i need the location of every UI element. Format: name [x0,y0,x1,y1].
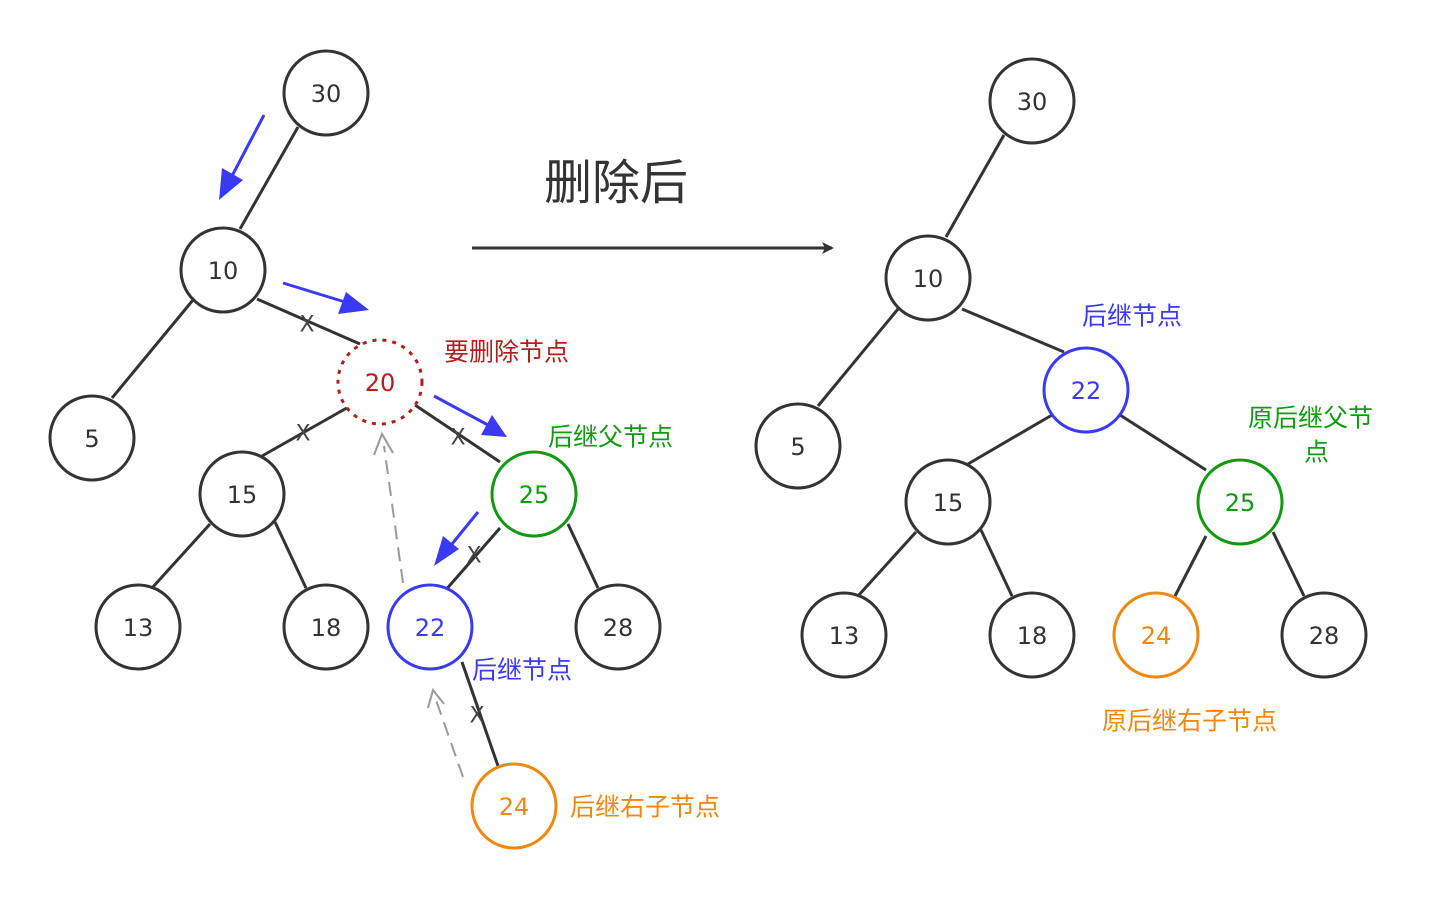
cut-mark-10-20: X [299,313,314,338]
tree-node: 13 [800,591,888,679]
label-orig-successor-right-child: 原后继右子节点 [1102,707,1277,736]
svg-text:30: 30 [1017,88,1048,116]
tree-node: 13 [94,583,182,671]
tree-node: 28 [1280,591,1368,679]
cut-mark-22-24: X [469,704,484,729]
edge-10-5 [110,299,195,399]
before-tree: X X X X X [48,49,720,850]
edge-25-28 [566,523,600,589]
cut-mark-20-25: X [450,426,465,451]
edge-25-22 [442,527,502,593]
edge-30-10 [944,134,1006,238]
tree-node: 10 [884,234,972,322]
successor-parent-node: 25 [490,450,578,538]
svg-text:28: 28 [603,614,634,642]
svg-text:25: 25 [519,481,550,509]
label-orig-successor-parent-line2: 点 [1304,438,1329,467]
move-arrow-10-to-20 [282,281,369,314]
edge-10-22 [961,307,1065,354]
tree-node: 5 [48,394,136,482]
svg-text:24: 24 [1141,622,1172,650]
tree-node: 15 [198,450,286,538]
label-delete-node: 要删除节点 [444,338,569,367]
tree-node: 28 [574,583,662,671]
svg-text:15: 15 [227,481,258,509]
label-successor: 后继节点 [1082,302,1182,331]
svg-text:15: 15 [933,489,964,517]
successor-right-child-node: 24 [1112,591,1200,679]
cut-mark-25-22: X [466,544,481,569]
successor-node: 22 [386,583,474,671]
successor-node: 22 [1042,346,1130,434]
edge-25-28 [1271,531,1306,597]
svg-text:25: 25 [1225,489,1256,517]
edge-15-18 [979,529,1014,597]
svg-text:10: 10 [913,265,944,293]
edge-10-5 [816,308,900,407]
label-successor-parent: 后继父节点 [548,423,673,452]
transition-title: 删除后 [544,155,688,211]
deleted-node: 20 [336,338,424,426]
tree-node: 15 [904,458,992,546]
svg-text:22: 22 [1071,377,1102,405]
svg-text:18: 18 [1017,622,1048,650]
svg-text:22: 22 [415,614,446,642]
edge-15-13 [856,530,918,598]
cut-mark-20-15: X [295,422,310,447]
edge-20-15 [261,403,353,458]
edge-22-15 [967,413,1053,466]
svg-text:10: 10 [208,257,239,285]
tree-node: 5 [754,402,842,490]
dashed-arrow-24-to-22 [427,687,464,778]
label-successor: 后继节点 [472,656,572,685]
tree-node: 18 [988,591,1076,679]
after-tree: 30 10 5 22 15 25 13 18 [754,57,1373,736]
svg-text:28: 28 [1309,622,1340,650]
edge-22-25 [1119,413,1207,472]
edge-20-25 [414,403,501,464]
tree-node: 30 [282,49,370,137]
move-arrow-25-to-22 [434,511,480,566]
svg-text:13: 13 [123,614,154,642]
edge-10-20 [256,297,361,346]
svg-text:18: 18 [311,614,342,642]
svg-text:20: 20 [365,369,396,397]
tree-node: 18 [282,583,370,671]
successor-parent-node: 25 [1196,458,1284,546]
move-arrow-30-to-10 [219,114,266,200]
edge-22-24 [460,661,500,767]
edge-15-13 [150,522,212,590]
svg-text:5: 5 [790,433,805,461]
edge-30-10 [238,126,300,230]
dashed-arrow-22-to-20 [373,431,404,584]
label-orig-successor-parent-line1: 原后继父节 [1248,404,1373,433]
svg-text:13: 13 [829,622,860,650]
edge-25-24 [1172,535,1208,599]
label-successor-right-child: 后继右子节点 [570,793,720,822]
svg-text:30: 30 [311,80,342,108]
move-arrow-20-to-25 [433,394,507,437]
successor-right-child-node: 24 [470,762,558,850]
svg-text:24: 24 [499,793,530,821]
edge-15-18 [273,521,308,589]
svg-text:5: 5 [84,425,99,453]
tree-node: 30 [988,57,1076,145]
tree-node: 10 [179,226,267,314]
